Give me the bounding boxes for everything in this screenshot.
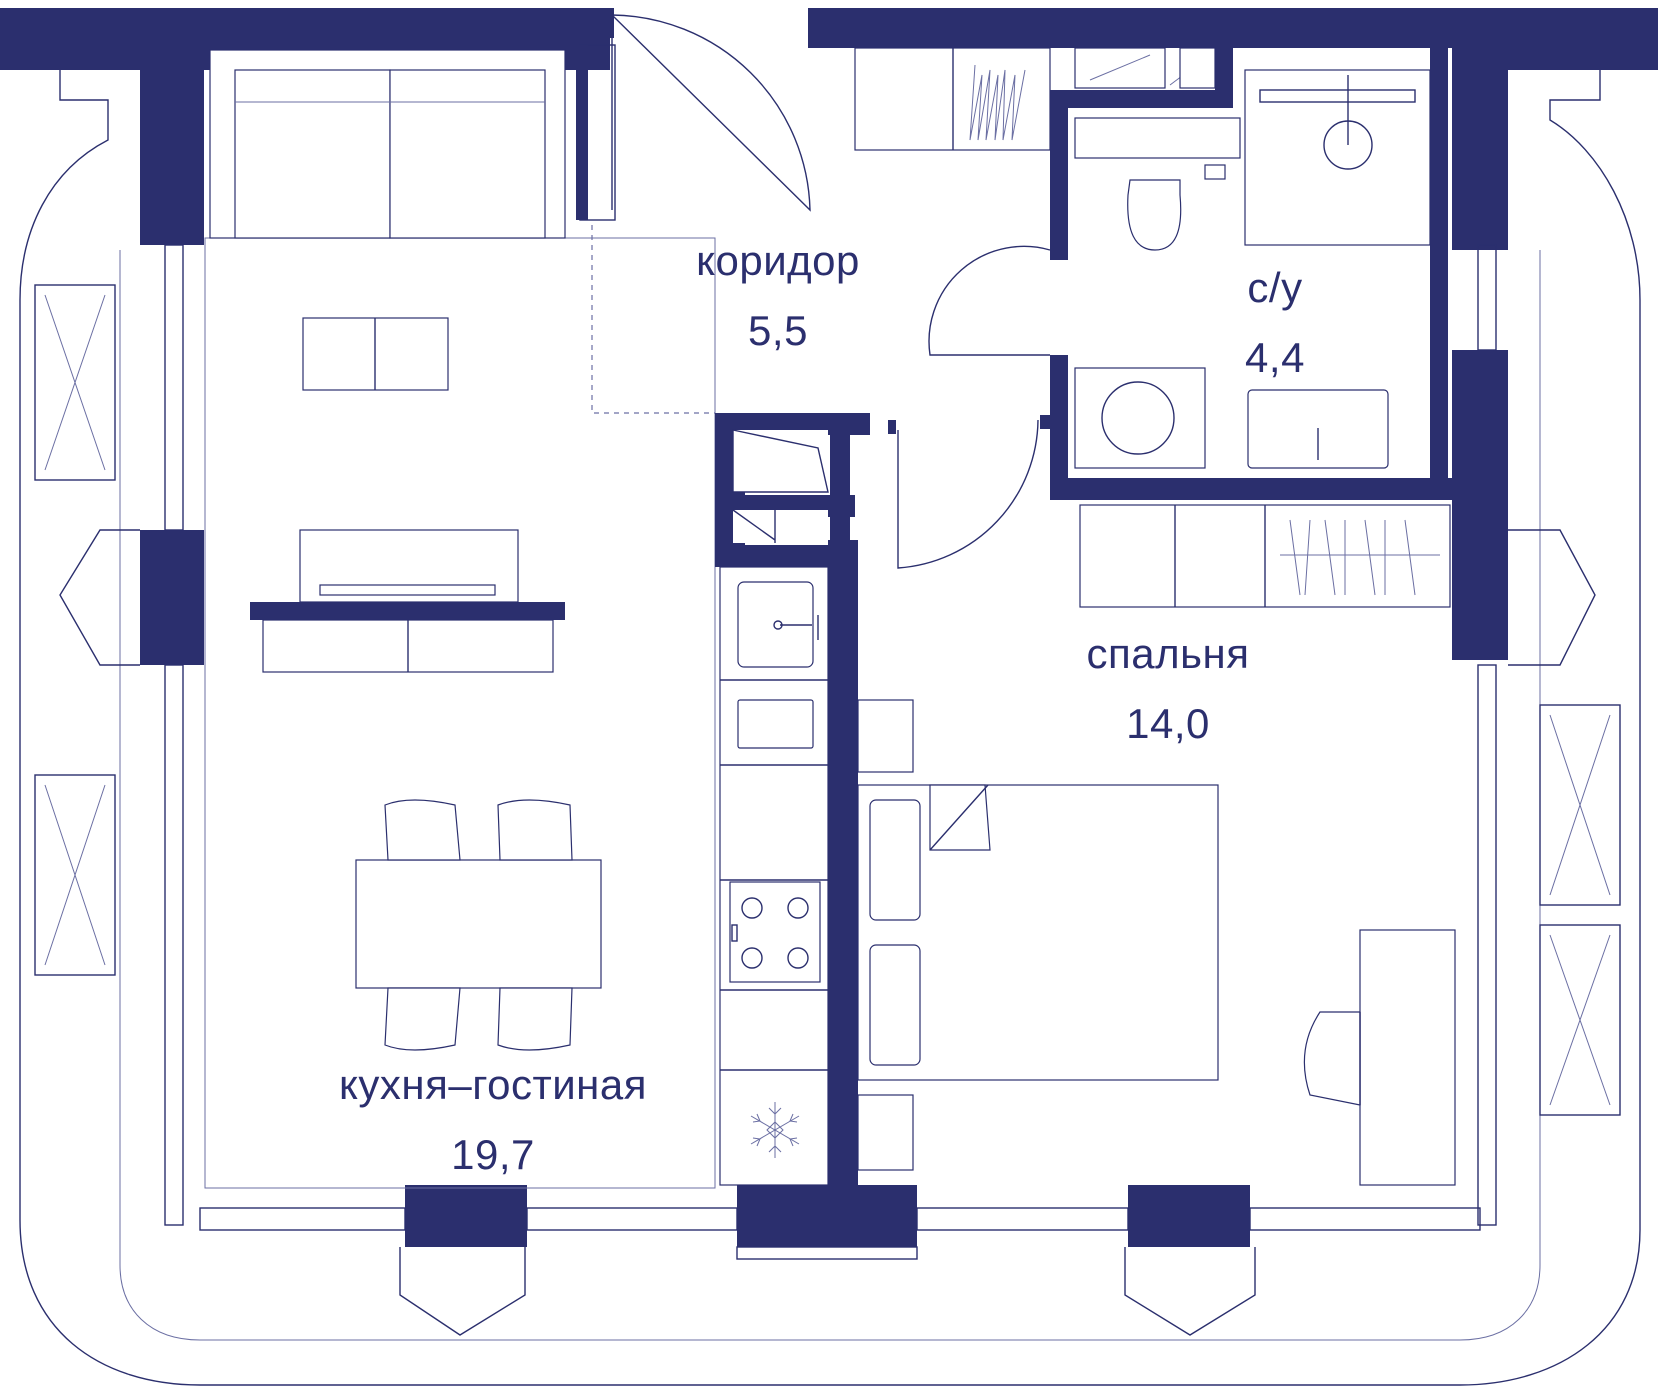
room-area: 19,7 <box>451 1131 535 1178</box>
exterior-walls <box>0 8 1658 1247</box>
toilet-icon <box>1127 179 1182 251</box>
terrace-inner <box>119 250 1541 1341</box>
room-name: коридор <box>696 237 860 284</box>
room-label-bathroom: с/у 4,4 <box>1245 267 1305 379</box>
washer-icon <box>1074 367 1206 469</box>
bedroom-door <box>897 419 1039 569</box>
corridor-boundary <box>591 225 715 414</box>
sink-icon <box>737 581 814 668</box>
bay-bottom-left <box>399 1247 526 1336</box>
dining-set <box>355 799 602 1051</box>
corridor-wardrobe <box>854 47 1051 151</box>
sofa <box>209 49 566 239</box>
room-area: 5,5 <box>748 307 808 354</box>
bathroom <box>1074 47 1431 469</box>
stove-icon <box>729 881 821 983</box>
tv-stand <box>250 529 565 673</box>
bay-left <box>59 529 140 666</box>
terrace-outline <box>0 67 1658 1386</box>
desk <box>1303 929 1456 1186</box>
room-name: спальня <box>1086 630 1250 677</box>
bay-bottom-right <box>1124 1247 1256 1336</box>
room-area: 14,0 <box>1126 700 1210 747</box>
bay-right <box>1508 529 1596 666</box>
bedroom-wardrobe <box>1079 504 1451 608</box>
terrace-panels <box>34 284 1621 1116</box>
bed <box>857 699 1219 1171</box>
room-label-bedroom: спальня 14,0 <box>1087 633 1250 745</box>
room-area: 4,4 <box>1245 334 1305 381</box>
entry-door <box>610 14 811 212</box>
bathroom-door <box>928 245 1051 356</box>
room-label-corridor: коридор 5,5 <box>696 240 860 352</box>
shower-icon <box>1244 69 1431 246</box>
oven <box>737 699 814 749</box>
kitchen-counter <box>719 566 829 1186</box>
living-outline <box>204 237 716 1189</box>
room-name: кухня–гостиная <box>339 1061 647 1108</box>
coffee-table <box>302 317 449 391</box>
snowflake-icon <box>750 1102 800 1158</box>
room-label-living: кухня–гостиная 19,7 <box>339 1064 647 1176</box>
room-name: с/у <box>1247 264 1303 311</box>
sill-bottom <box>736 1246 918 1260</box>
